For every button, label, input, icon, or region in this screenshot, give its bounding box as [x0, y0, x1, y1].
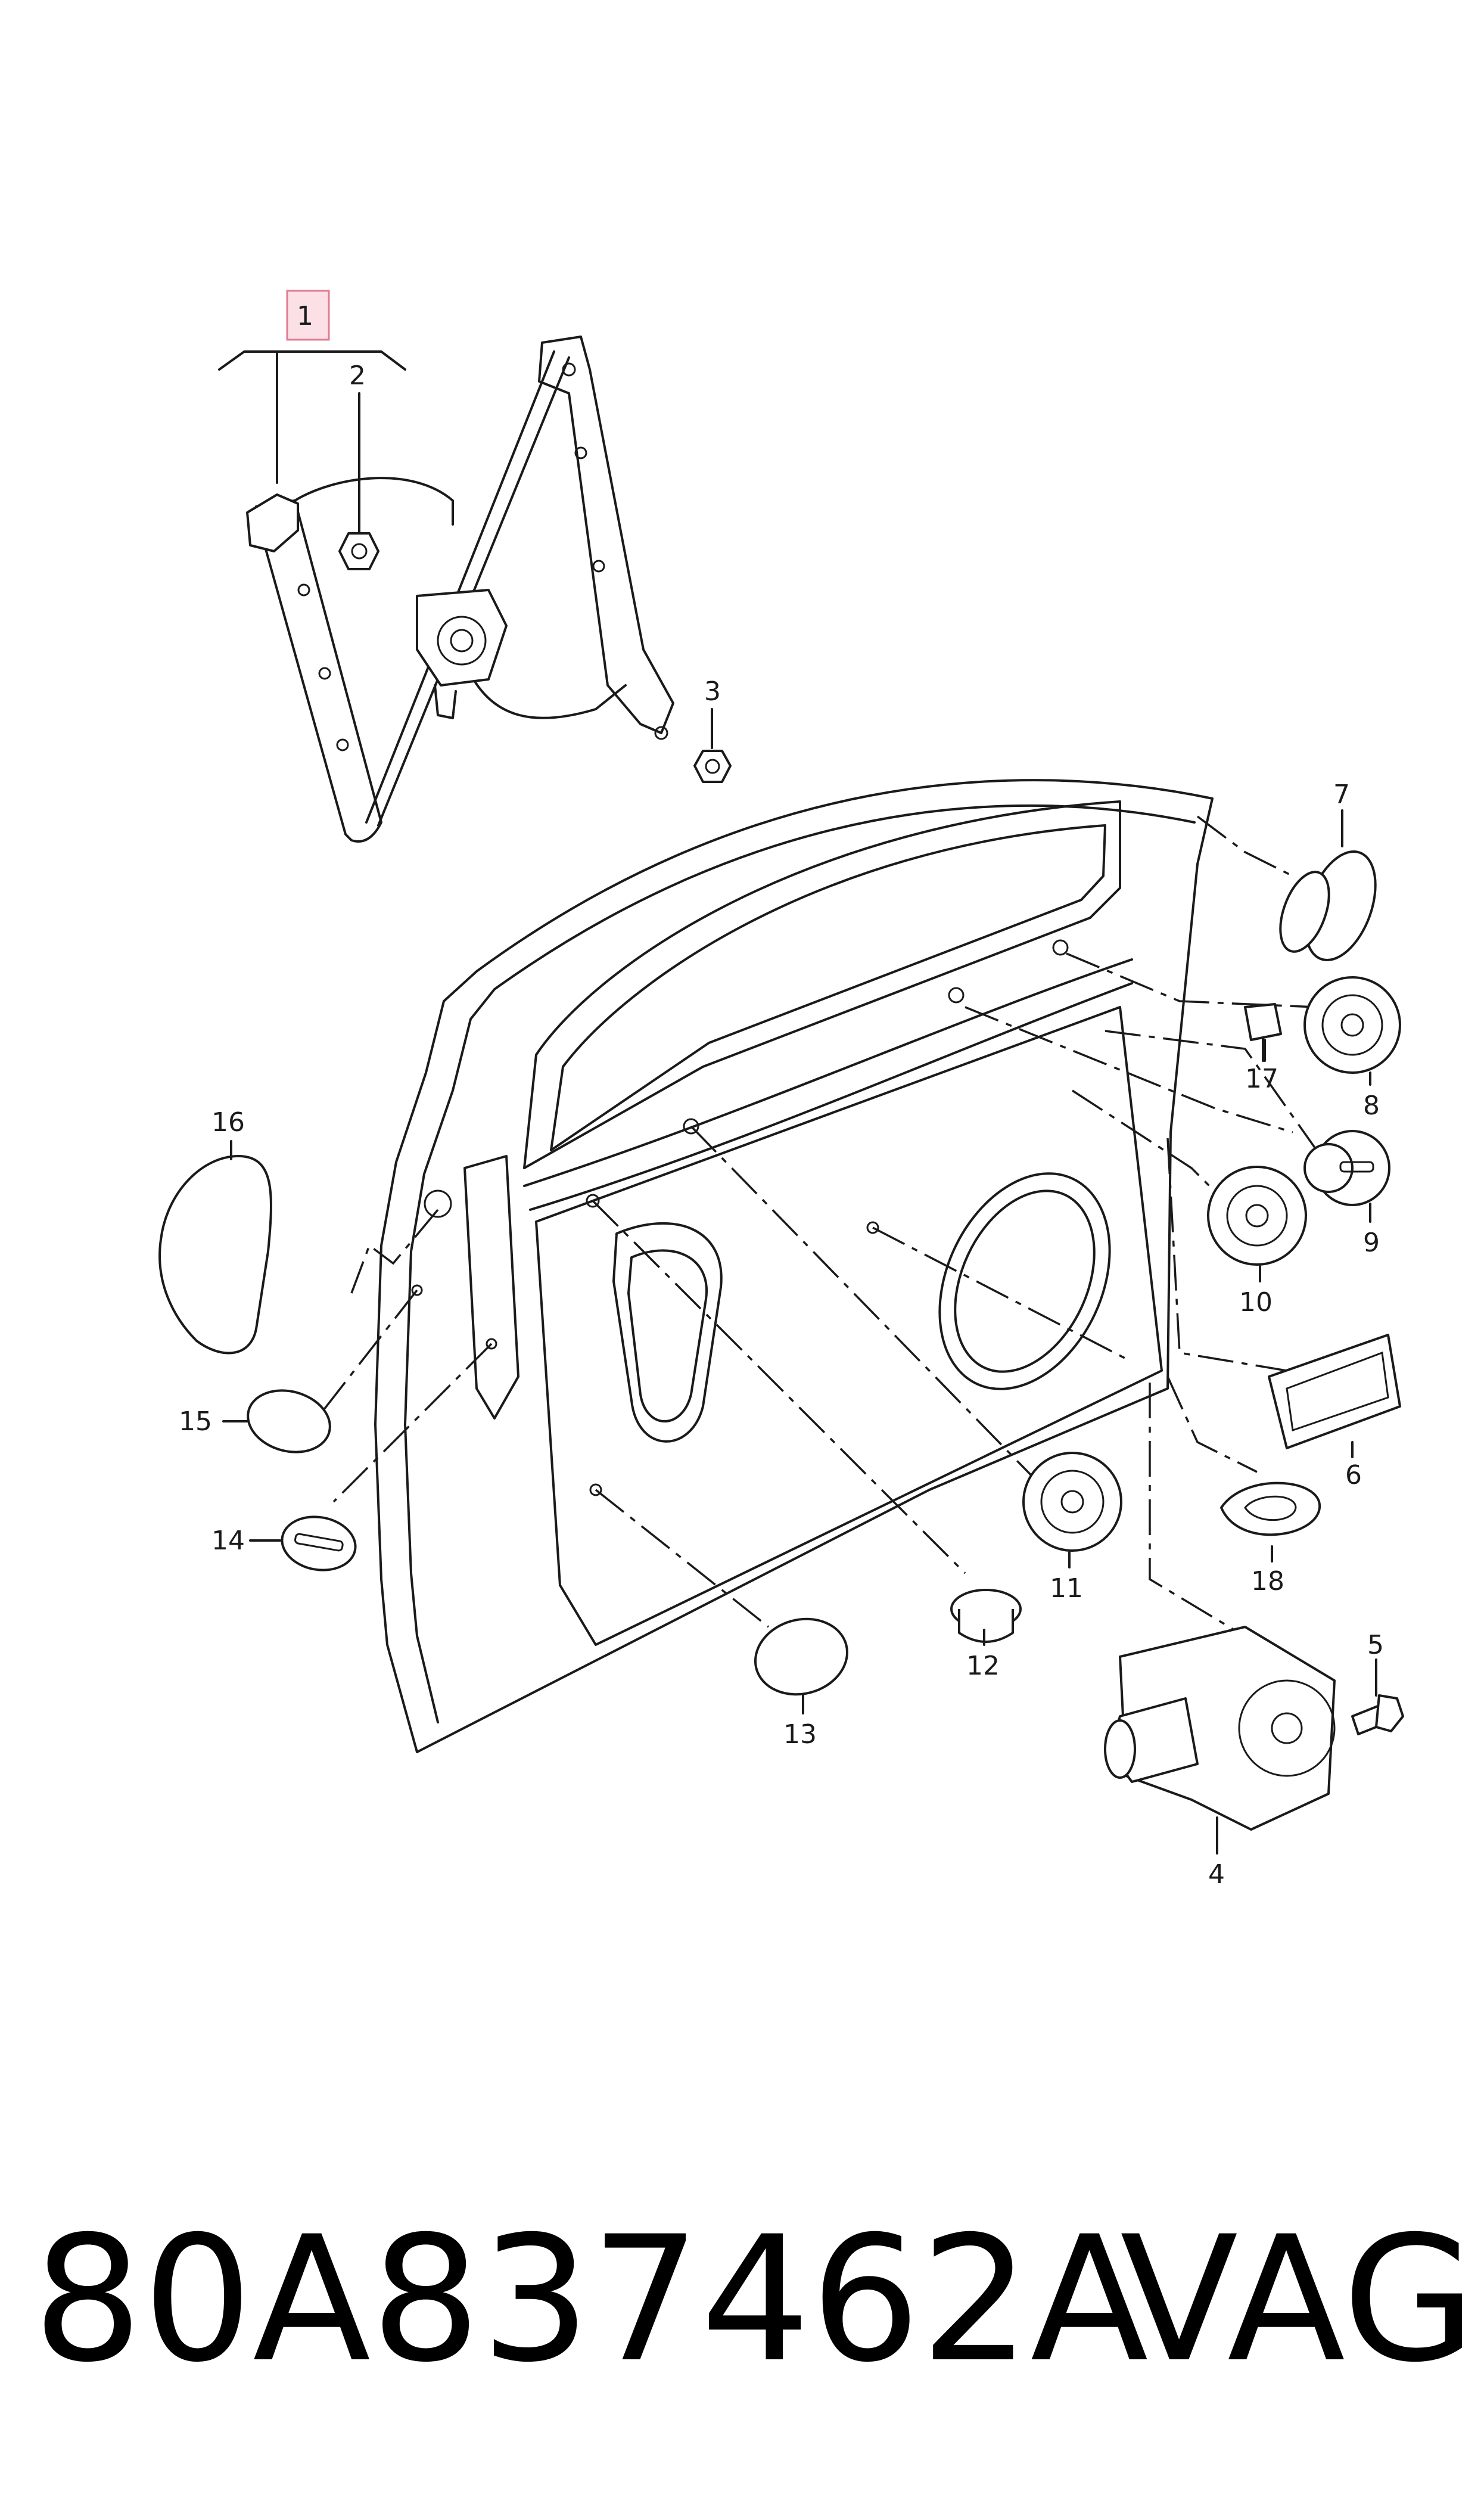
callout-13: 13	[783, 1719, 817, 1750]
door-shell	[374, 779, 1214, 1753]
part-number: 80A837462A	[33, 2200, 1149, 2400]
callout-6: 6	[1345, 1460, 1362, 1490]
callout-16: 16	[211, 1107, 245, 1138]
callout-5: 5	[1367, 1630, 1384, 1660]
callout-4: 4	[1208, 1859, 1225, 1890]
callout-18: 18	[1251, 1566, 1284, 1596]
exploded-parts-diagram: 1 2 3 4 5 6 7 8 9 10 11 12 13 14 15 16 1…	[158, 290, 1404, 1890]
callout-2: 2	[349, 361, 366, 391]
callout-labels: 1 2 3 4 5 6 7 8 9 10 11 12 13 14 15 16 1…	[179, 290, 1384, 1890]
callout-1: 1	[297, 301, 313, 331]
part-number-caption: 80A837462A VAG	[0, 2199, 1484, 2449]
callout-10: 10	[1239, 1287, 1273, 1318]
callout-3: 3	[704, 676, 721, 707]
callout-17: 17	[1245, 1064, 1278, 1094]
window-regulator-assembly	[218, 336, 732, 843]
callout-8: 8	[1363, 1091, 1380, 1121]
brand-name: VAG	[1120, 2200, 1476, 2400]
callout-9: 9	[1363, 1228, 1380, 1258]
callout-1-highlight	[286, 290, 330, 341]
leader-lines	[321, 815, 1318, 1634]
small-parts	[158, 850, 1404, 1831]
callout-14: 14	[211, 1526, 245, 1556]
callout-12: 12	[966, 1651, 1000, 1681]
callout-11: 11	[1050, 1573, 1083, 1604]
callout-15: 15	[179, 1406, 212, 1437]
callout-ticks	[222, 809, 1377, 1855]
callout-7: 7	[1333, 779, 1350, 810]
